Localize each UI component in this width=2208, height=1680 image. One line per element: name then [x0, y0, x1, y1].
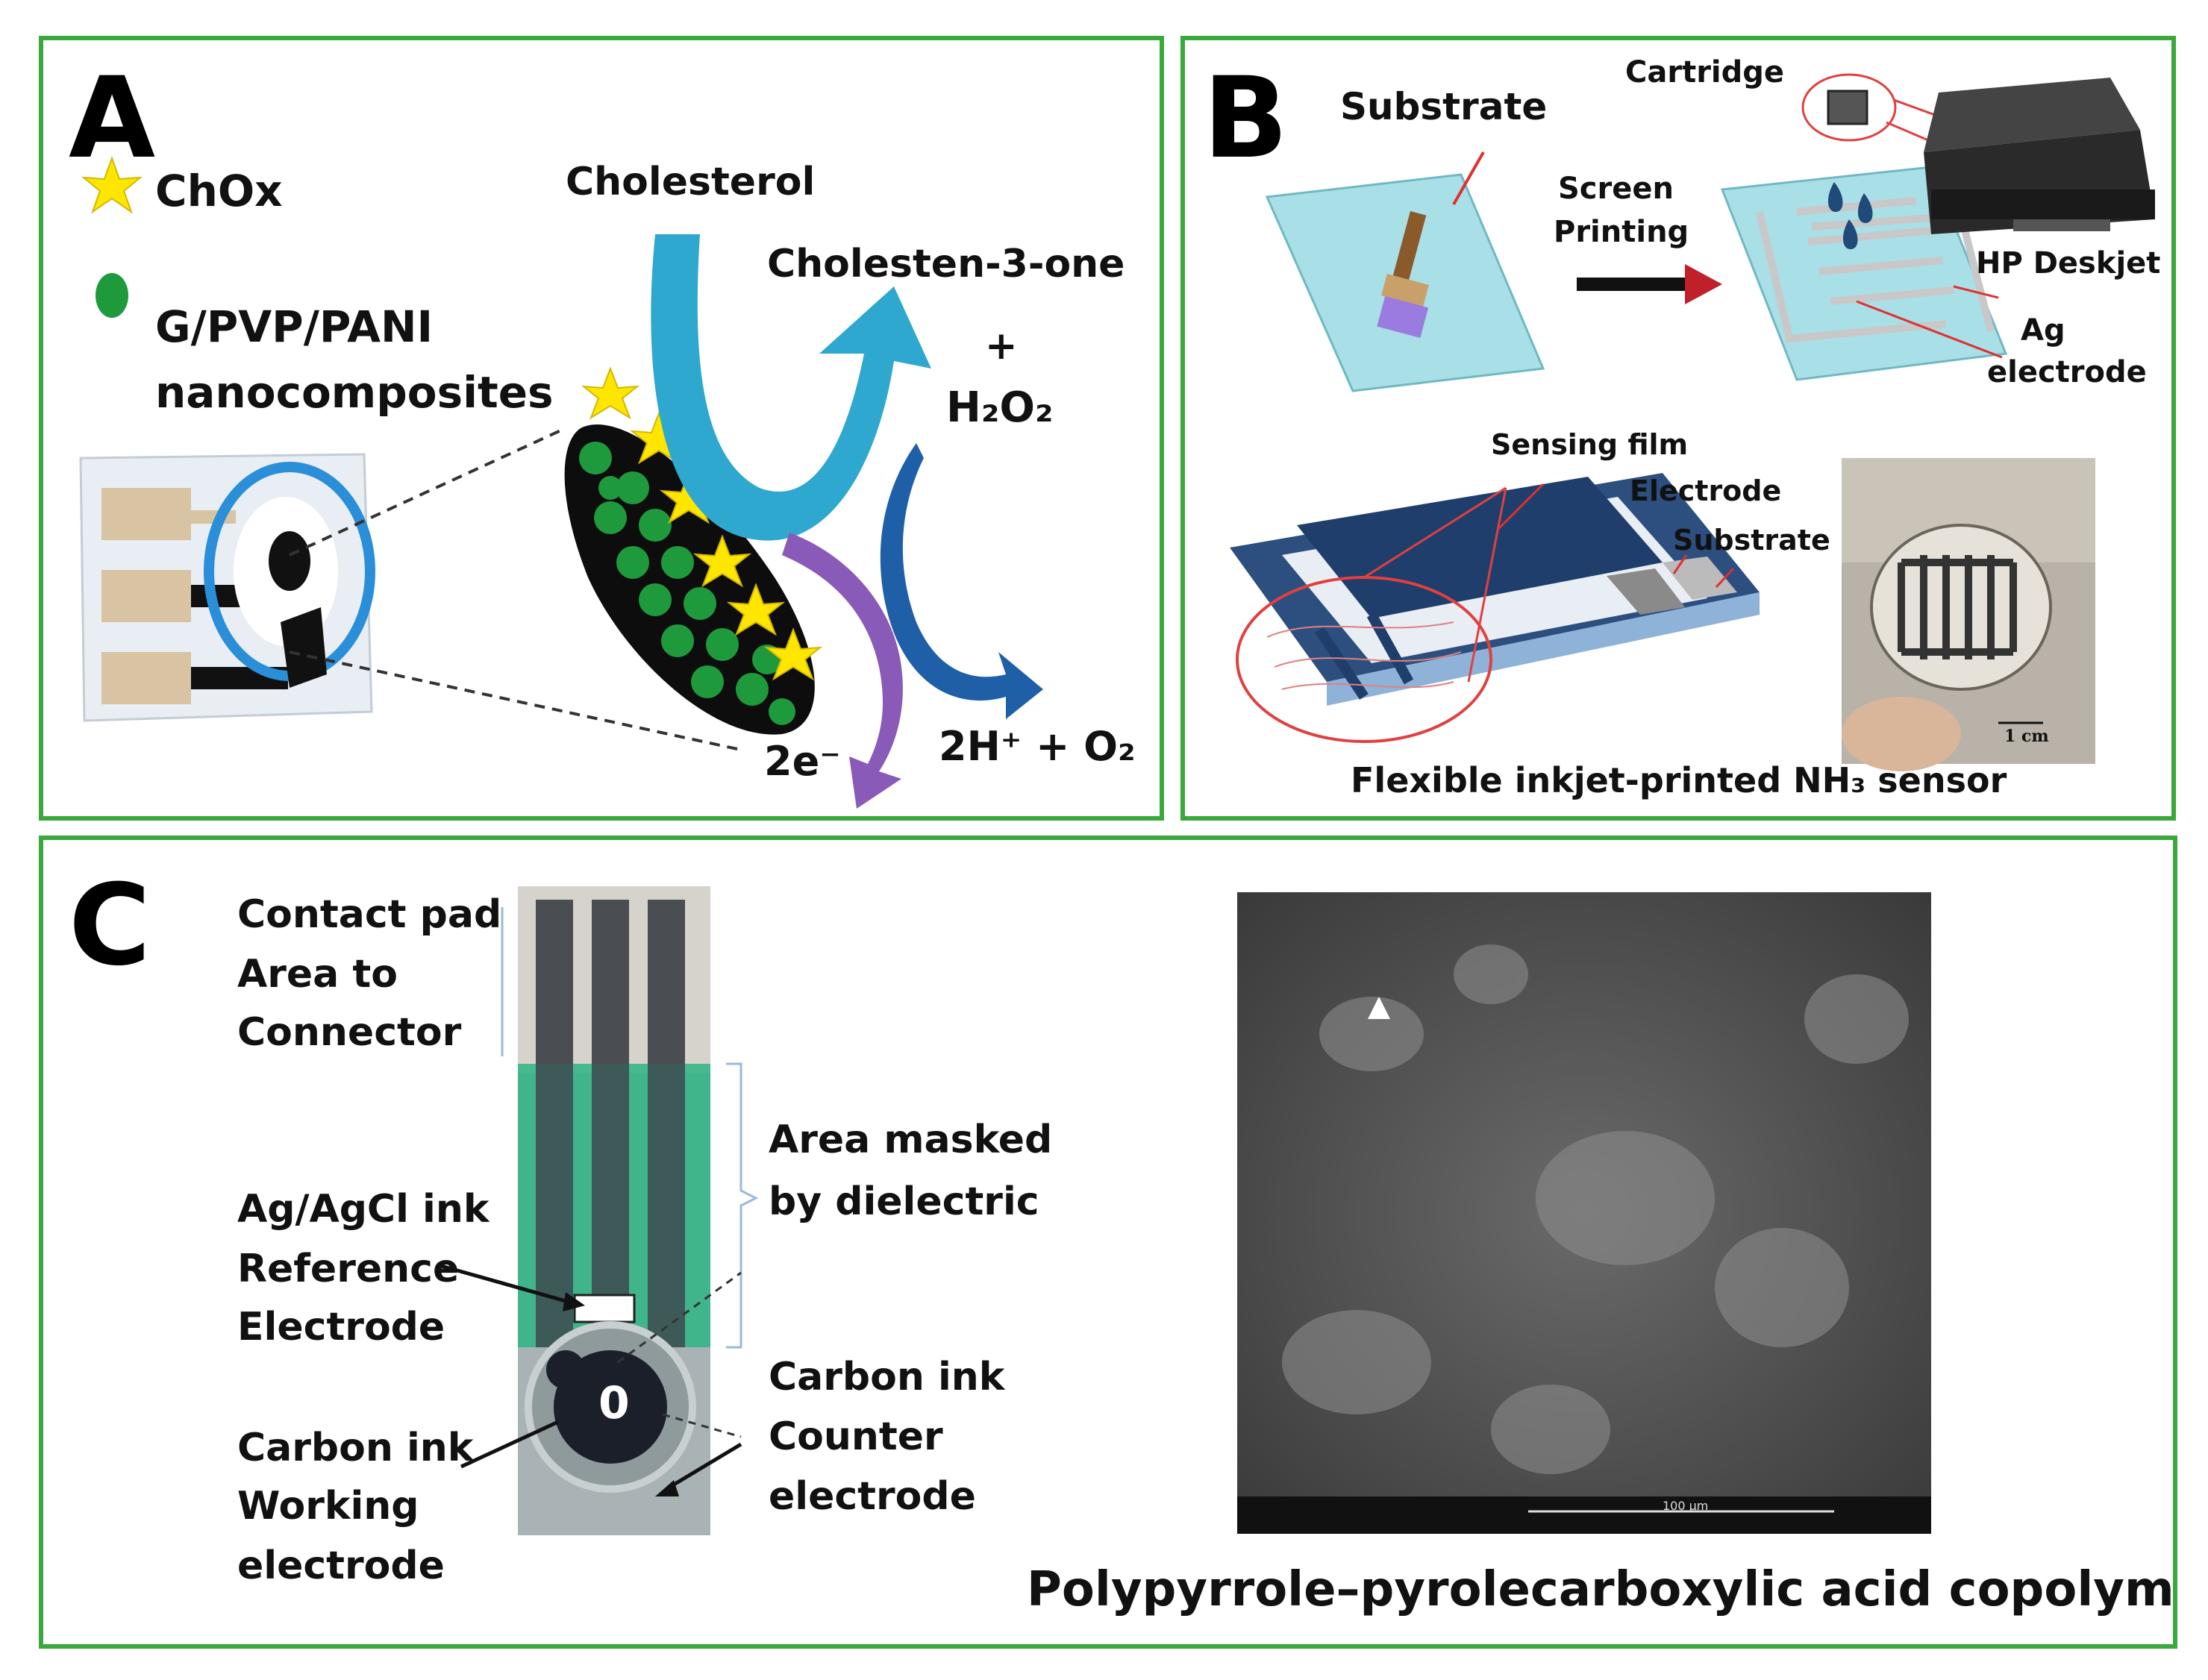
products-label: 2H⁺ + O₂ [939, 723, 1136, 770]
arrow-icon [651, 234, 931, 541]
sem-image [1237, 892, 1931, 1534]
h2o2-label: H₂O₂ [946, 383, 1054, 432]
panel-b-graphics [1230, 73, 2155, 771]
reference-line3: Electrode [237, 1305, 445, 1350]
panel-c-caption: Polypyrrole–pyrolecarboxylic acid copoly… [1027, 1562, 2177, 1617]
working-line2: Working [237, 1484, 419, 1529]
panel-b-letter: B [1203, 54, 1289, 184]
cholestenone-label: Cholesten-3-one [767, 242, 1125, 286]
reference-line1: Ag/AgCl ink [237, 1187, 490, 1232]
working-line3: electrode [237, 1543, 445, 1588]
working-electrode-mark: 0 [598, 1377, 630, 1429]
counter-line3: electrode [769, 1474, 976, 1519]
masked-line1: Area masked [769, 1118, 1053, 1162]
panel-a-letter: A [69, 54, 156, 184]
electrons-label: 2e⁻ [764, 738, 841, 785]
cholesterol-label: Cholesterol [566, 160, 816, 204]
droplet-icon [1827, 182, 1873, 249]
star-icon [81, 156, 143, 214]
working-line1: Carbon ink [237, 1426, 474, 1470]
panel-b: B Substrate Cartridge Screen Printing HP… [1180, 36, 2176, 821]
nanocomposite-illustration [564, 366, 823, 735]
substrate-label: Substrate [1340, 85, 1548, 128]
counter-line1: Carbon ink [769, 1355, 1005, 1400]
dot-icon [96, 273, 128, 318]
panel-c: C Contact pad Area to Connector Area mas… [39, 836, 2177, 1649]
composite-label-line1: G/PVP/PANI [155, 301, 434, 352]
sensing-film-label: Sensing film [1491, 428, 1689, 461]
panel-a: A ChOx G/PVP/PANI nanocomposites Cholest… [39, 36, 1164, 821]
brush-icon [1377, 210, 1429, 339]
printer-icon [1924, 78, 2155, 234]
screen-printing-label-line2: Printing [1554, 215, 1689, 249]
composite-label-line2: nanocomposites [155, 367, 554, 418]
ag-electrode-label-line2: electrode [1987, 355, 2147, 389]
cartridge-label: Cartridge [1625, 55, 1785, 90]
contact-pad-line2: Area to [237, 952, 398, 997]
plus-label: + [985, 324, 1018, 369]
scale-bar-label: 1 cm [2004, 727, 2049, 746]
screen-printing-label-line1: Screen [1558, 172, 1674, 206]
ag-electrode-label-line1: Ag [2021, 313, 2065, 348]
counter-line2: Counter [769, 1414, 943, 1459]
masked-line2: by dielectric [769, 1179, 1039, 1224]
substrate2-label: Substrate [1673, 524, 1830, 557]
panel-b-caption: Flexible inkjet-printed NH₃ sensor [1351, 760, 2007, 800]
reference-line2: Reference [237, 1247, 460, 1291]
chox-label: ChOx [155, 166, 283, 216]
sem-scale-label: 100 µm [1663, 1499, 1709, 1513]
electrode-strip-photo [518, 886, 710, 1535]
electrode-label: Electrode [1630, 474, 1782, 507]
sensor-stack-illustration [1230, 473, 1760, 706]
contact-pad-line3: Connector [237, 1010, 462, 1055]
hp-deskjet-label: HP Deskjet [1976, 246, 2161, 280]
panel-c-letter: C [69, 861, 151, 991]
electrode-card-illustration [79, 453, 375, 722]
panel-a-graphics [79, 156, 1043, 809]
contact-pad-line1: Contact pad [237, 892, 502, 937]
panel-c-graphics [438, 886, 1931, 1535]
